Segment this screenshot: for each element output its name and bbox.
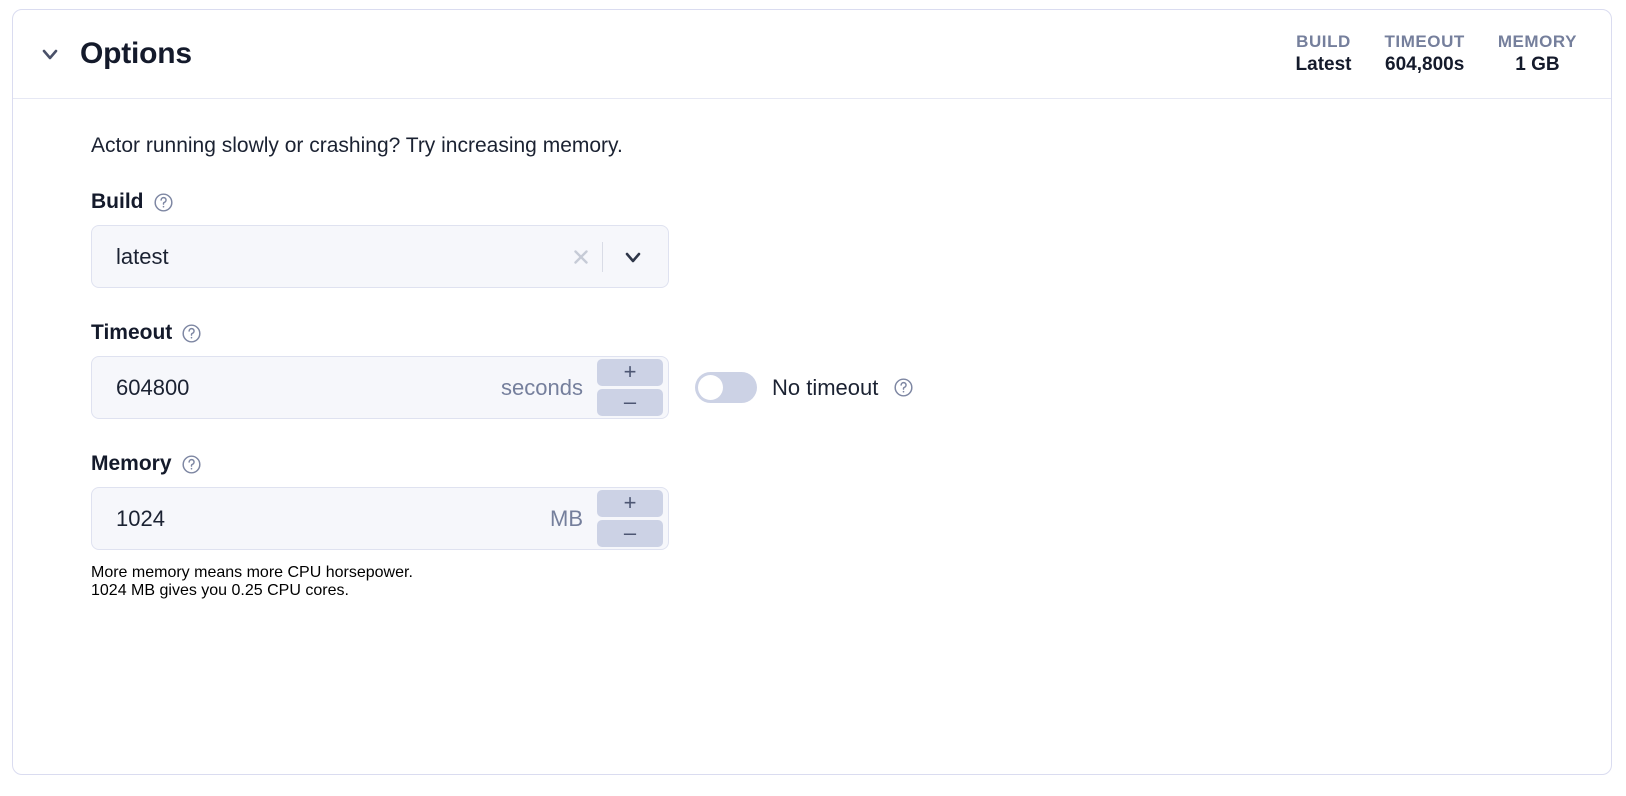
no-timeout-label: No timeout	[772, 374, 879, 400]
build-select-value: latest	[116, 243, 169, 269]
help-circle-icon[interactable]	[181, 323, 202, 344]
stat-build-label: BUILD	[1296, 31, 1351, 51]
stat-build: BUILD Latest	[1296, 32, 1352, 76]
stat-build-value: Latest	[1295, 53, 1352, 75]
memory-increment-button[interactable]: +	[597, 489, 663, 518]
memory-label-row: Memory	[91, 452, 1611, 476]
no-timeout-toggle[interactable]	[695, 372, 757, 404]
timeout-increment-button[interactable]: +	[597, 358, 663, 387]
build-label: Build	[91, 190, 144, 214]
memory-field-group: Memory MB + –	[91, 452, 1611, 600]
memory-hint-line-1: More memory means more CPU horsepower.	[91, 564, 413, 582]
timeout-decrement-button[interactable]: –	[597, 388, 663, 417]
help-circle-icon[interactable]	[153, 192, 174, 213]
memory-increment-label: +	[623, 489, 637, 515]
intro-text: Actor running slowly or crashing? Try in…	[91, 134, 623, 157]
help-circle-icon[interactable]	[893, 377, 914, 398]
memory-input[interactable]	[116, 505, 550, 532]
timeout-input-wrapper[interactable]: seconds + –	[91, 356, 669, 420]
chevron-down-icon[interactable]	[37, 41, 63, 67]
memory-decrement-button[interactable]: –	[597, 519, 663, 548]
select-divider	[602, 241, 603, 272]
timeout-unit: seconds	[501, 374, 583, 400]
no-timeout-toggle-knob	[698, 375, 723, 401]
build-field-group: Build latest	[91, 190, 1611, 289]
close-icon[interactable]	[564, 240, 598, 274]
build-label-row: Build	[91, 190, 1611, 214]
chevron-down-icon[interactable]	[616, 240, 650, 274]
options-card-header: Options BUILD Latest TIMEOUT 604,800s ME…	[13, 10, 1611, 99]
header-stats: BUILD Latest TIMEOUT 604,800s MEMORY 1 G…	[1296, 32, 1589, 76]
timeout-stepper: + –	[597, 358, 663, 417]
stat-timeout-value: 604,800s	[1385, 53, 1465, 75]
page-title: Options	[80, 37, 192, 70]
memory-label: Memory	[91, 452, 172, 476]
stat-memory-value: 1 GB	[1515, 53, 1560, 75]
timeout-input[interactable]	[116, 374, 502, 401]
no-timeout-group: No timeout	[695, 372, 914, 404]
timeout-field-group: Timeout seconds +	[91, 321, 1611, 420]
timeout-increment-label: +	[623, 358, 637, 384]
header-left-group: Options	[37, 37, 192, 71]
stat-memory-label: MEMORY	[1497, 31, 1577, 51]
timeout-label-row: Timeout	[91, 321, 1611, 345]
options-card-body: Actor running slowly or crashing? Try in…	[13, 99, 1611, 600]
memory-hint-line-2: 1024 MB gives you 0.25 CPU cores.	[91, 582, 349, 600]
memory-input-wrapper[interactable]: MB + –	[91, 487, 669, 551]
timeout-label: Timeout	[91, 321, 173, 345]
timeout-row: seconds + – No timeout	[91, 356, 1611, 420]
build-select[interactable]: latest	[91, 225, 669, 289]
options-card: Options BUILD Latest TIMEOUT 604,800s ME…	[12, 9, 1612, 775]
stat-timeout: TIMEOUT 604,800s	[1384, 32, 1464, 76]
memory-decrement-label: –	[623, 519, 637, 545]
stat-memory: MEMORY 1 GB	[1498, 32, 1577, 76]
timeout-decrement-label: –	[623, 388, 637, 414]
memory-unit: MB	[550, 505, 583, 531]
help-circle-icon[interactable]	[181, 454, 202, 475]
stat-timeout-label: TIMEOUT	[1384, 31, 1465, 51]
memory-stepper: + –	[597, 489, 663, 548]
